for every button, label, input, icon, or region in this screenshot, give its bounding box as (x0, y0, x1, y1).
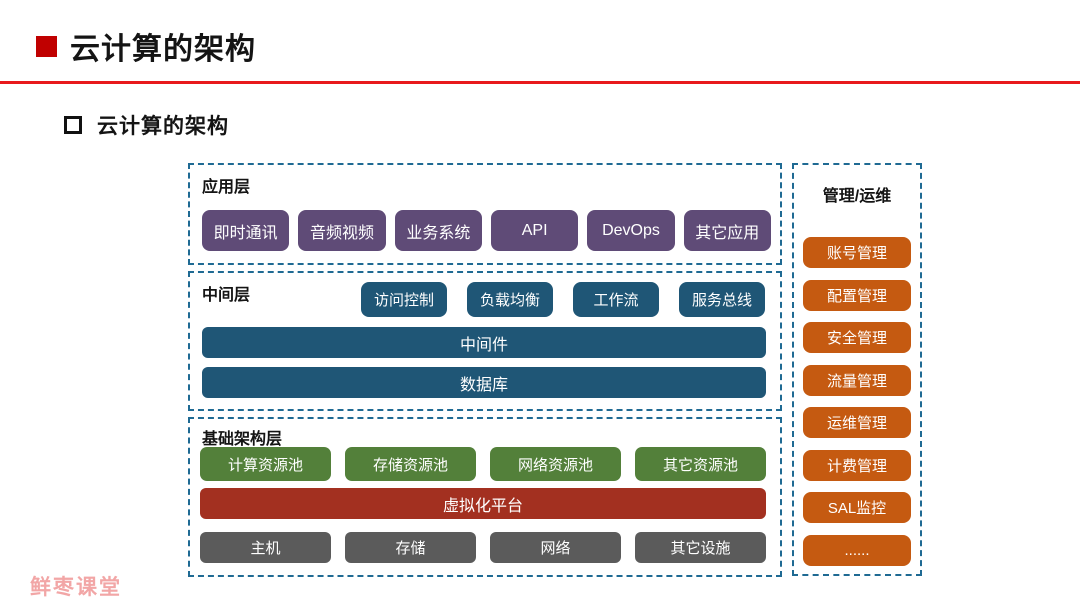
hw-box-storage: 存储 (345, 532, 476, 563)
virtualization-platform-bar: 虚拟化平台 (200, 488, 766, 519)
hw-box-host: 主机 (200, 532, 331, 563)
app-box-audio-video: 音频视频 (298, 210, 386, 251)
mgmt-box-operations: 运维管理 (803, 407, 911, 438)
application-boxes-row: 即时通讯 音频视频 业务系统 API DevOps 其它应用 (202, 210, 771, 251)
pool-box-other: 其它资源池 (635, 447, 766, 481)
page-header: 云计算的架构 (36, 24, 256, 68)
mgmt-box-traffic: 流量管理 (803, 364, 911, 396)
hw-box-network: 网络 (490, 532, 621, 563)
mid-box-load-balancing: 负载均衡 (467, 282, 553, 317)
infrastructure-layer-container: 基础架构层 计算资源池 存储资源池 网络资源池 其它资源池 虚拟化平台 主机 存… (188, 417, 782, 577)
mid-box-service-bus: 服务总线 (679, 282, 765, 317)
middle-layer-label: 中间层 (202, 287, 251, 304)
middle-boxes-row: 访问控制 负载均衡 工作流 服务总线 (361, 282, 765, 317)
app-box-devops: DevOps (587, 210, 675, 251)
pool-box-storage: 存储资源池 (345, 447, 476, 481)
resource-pool-row: 计算资源池 存储资源池 网络资源池 其它资源池 (200, 447, 766, 481)
middle-layer-container: 中间层 访问控制 负载均衡 工作流 服务总线 中间件 数据库 (188, 271, 782, 411)
title-square-bullet-icon (36, 35, 57, 57)
management-panel-container: 管理/运维 账号管理 配置管理 安全管理 流量管理 运维管理 计费管理 SAL监… (792, 163, 922, 576)
app-box-api: API (490, 210, 579, 251)
mgmt-box-security: 安全管理 (803, 322, 911, 353)
app-box-other-apps: 其它应用 (683, 210, 771, 251)
middleware-bar: 中间件 (202, 327, 766, 358)
mgmt-box-configuration: 配置管理 (803, 279, 911, 311)
database-bar: 数据库 (202, 367, 766, 398)
hardware-row: 主机 存储 网络 其它设施 (200, 532, 766, 563)
section-title: 云计算的架构 (97, 115, 229, 138)
header-divider-line (0, 81, 1080, 84)
application-layer-label: 应用层 (202, 179, 251, 196)
watermark-text: 鲜枣课堂 (30, 576, 122, 599)
page-title: 云计算的架构 (70, 33, 256, 66)
management-items-column: 账号管理 配置管理 安全管理 流量管理 运维管理 计费管理 SAL监控 ....… (803, 237, 911, 566)
section-header: 云计算的架构 (64, 110, 229, 140)
mgmt-box-account: 账号管理 (803, 237, 911, 268)
mid-box-workflow: 工作流 (573, 282, 659, 317)
pool-box-compute: 计算资源池 (200, 447, 331, 481)
hw-box-other-facilities: 其它设施 (635, 532, 766, 563)
app-box-business-system: 业务系统 (394, 210, 482, 251)
mid-box-access-control: 访问控制 (361, 282, 447, 317)
management-panel-label: 管理/运维 (822, 188, 892, 205)
mgmt-box-sal-monitoring: SAL监控 (803, 492, 911, 523)
pool-box-network: 网络资源池 (490, 447, 621, 481)
app-box-instant-messaging: 即时通讯 (202, 210, 290, 251)
mgmt-box-ellipsis: ...... (803, 534, 911, 566)
application-layer-container: 应用层 即时通讯 音频视频 业务系统 API DevOps 其它应用 (188, 163, 782, 265)
mgmt-box-billing: 计费管理 (803, 449, 911, 481)
section-square-bullet-icon (64, 116, 82, 134)
infrastructure-layer-label: 基础架构层 (202, 431, 283, 448)
